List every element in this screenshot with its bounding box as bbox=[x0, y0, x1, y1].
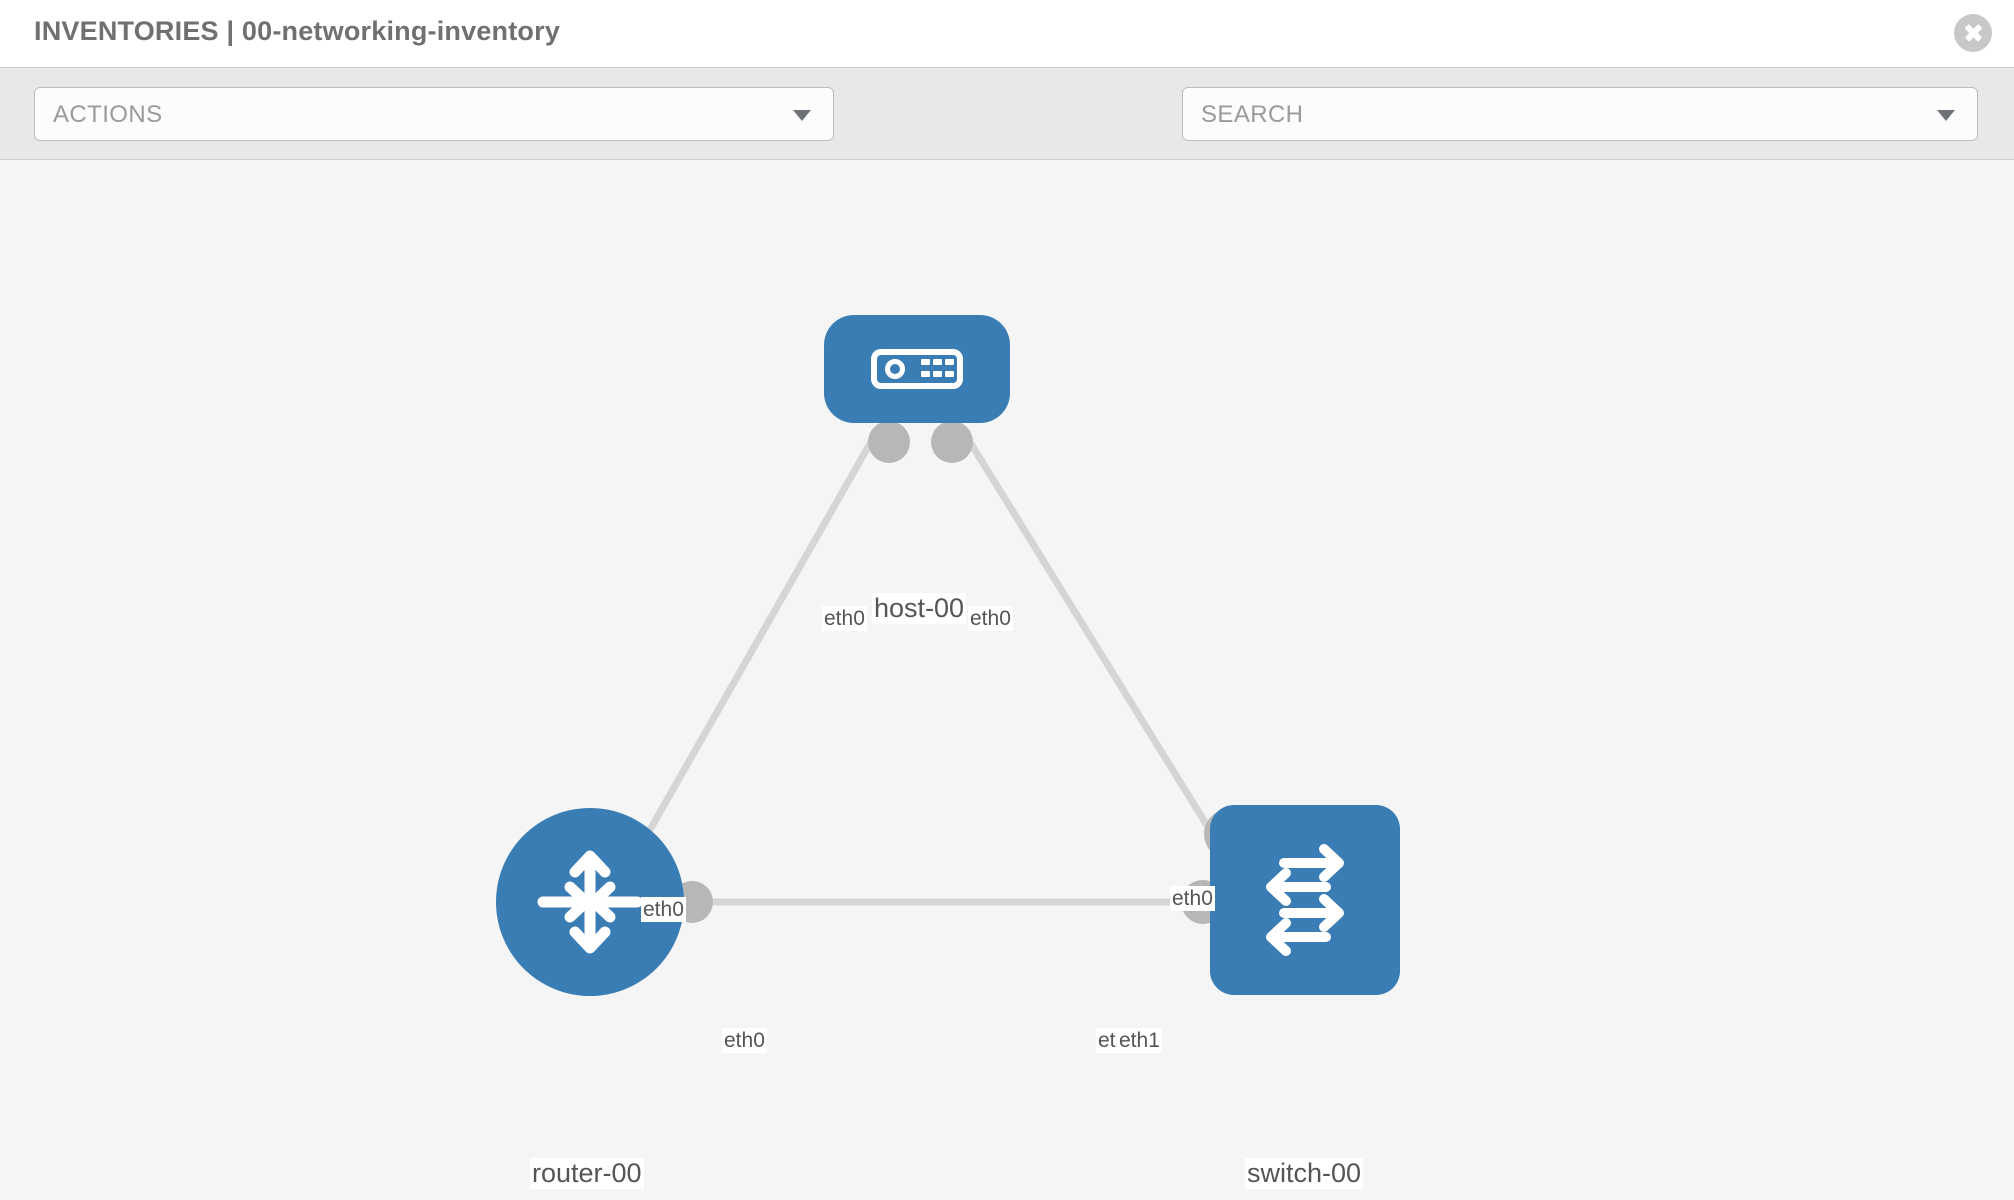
node-label-switch-00: switch-00 bbox=[1245, 1158, 1364, 1190]
page-header: INVENTORIES | 00-networking-inventory bbox=[0, 0, 2014, 68]
node-switch-00[interactable] bbox=[1210, 805, 1400, 995]
link-host-router bbox=[606, 424, 884, 902]
actions-dropdown[interactable]: ACTIONS bbox=[34, 87, 834, 141]
search-placeholder: SEARCH bbox=[1201, 101, 1304, 128]
actions-dropdown-label: ACTIONS bbox=[53, 101, 163, 128]
chevron-down-icon bbox=[793, 110, 811, 121]
topology-canvas[interactable]: eth0 eth0 eth0 eth0 eth0 eth eth1 host-0… bbox=[0, 160, 2014, 1200]
edge-label-router-to-switch: eth0 bbox=[722, 1028, 767, 1054]
page-title: INVENTORIES | 00-networking-inventory bbox=[34, 16, 561, 46]
link-connectors bbox=[671, 421, 1254, 924]
link-host-switch bbox=[957, 424, 1253, 897]
close-icon[interactable] bbox=[1954, 14, 1992, 52]
node-host-00[interactable] bbox=[824, 315, 1010, 423]
edge-label-host-right: eth0 bbox=[968, 606, 1013, 632]
edge-label-router-uplink: eth0 bbox=[641, 897, 686, 923]
edge-label-switch-to-router: eth1 bbox=[1117, 1028, 1162, 1054]
edge-label-host-left: eth0 bbox=[822, 606, 867, 632]
search-input[interactable]: SEARCH bbox=[1182, 87, 1978, 141]
edge-label-switch-uplink: eth0 bbox=[1170, 886, 1215, 912]
node-label-host-00: host-00 bbox=[872, 593, 967, 625]
toolbar: ACTIONS SEARCH bbox=[0, 68, 2014, 192]
topology-links bbox=[606, 421, 1254, 924]
server-appliance-icon bbox=[871, 349, 963, 389]
router-four-arrows-icon bbox=[537, 850, 643, 954]
chevron-down-icon bbox=[1937, 110, 1955, 121]
node-label-router-00: router-00 bbox=[530, 1158, 644, 1190]
switch-arrows-icon bbox=[1266, 844, 1344, 956]
